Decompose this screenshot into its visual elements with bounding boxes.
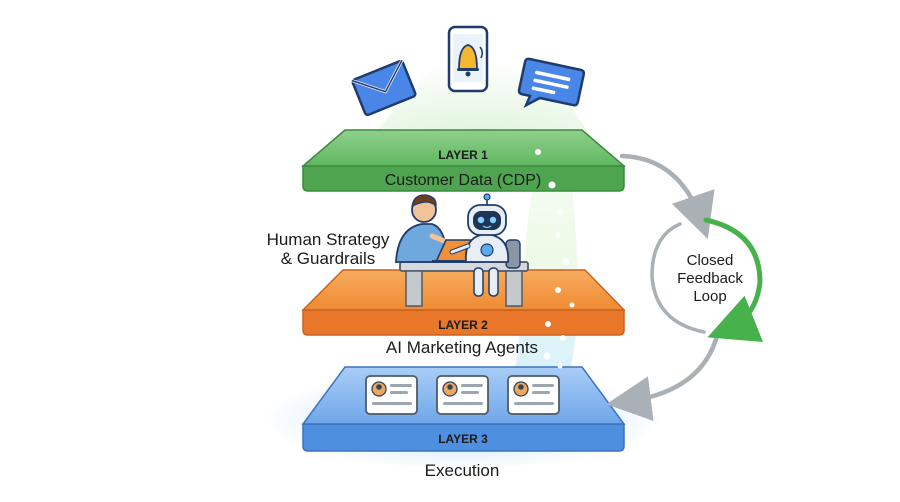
profile-card — [365, 375, 418, 415]
chat-bubble-icon — [517, 57, 586, 109]
feedback-loop-label-line2: Feedback — [677, 270, 743, 287]
human-strategy-label-line1: Human Strategy — [267, 230, 390, 249]
email-icon — [351, 59, 417, 117]
phone-notification-icon — [447, 25, 489, 93]
human-robot-desk-illustration — [395, 193, 529, 307]
robot-agent — [449, 193, 521, 297]
layer-3-platform: LAYER 1 Customer Data (CDP) — [300, 129, 627, 192]
layer-2-title: AI Marketing Agents — [386, 338, 538, 357]
layer-1-tag: LAYER 3 — [438, 432, 488, 446]
feedback-loop-label-line1: Closed — [687, 252, 734, 269]
layer-1-platform: LAYER 3 — [263, 366, 663, 470]
layer-3-title: Customer Data (CDP) — [385, 172, 541, 189]
layer-2-tag: LAYER 2 — [438, 318, 488, 332]
feedback-loop-arrows — [606, 151, 764, 421]
layer-1-title: Execution — [425, 461, 500, 480]
profile-card — [507, 375, 560, 415]
human-strategy-label-line2: & Guardrails — [281, 249, 375, 268]
data-flow-sparkles — [535, 149, 575, 369]
layer-3-tag: LAYER 1 — [438, 148, 488, 162]
feedback-loop-label-line3: Loop — [693, 288, 726, 305]
profile-card — [436, 375, 489, 415]
loop-arc-left — [650, 222, 706, 334]
layer-2-platform: LAYER 2 — [301, 269, 626, 336]
loop-arc-right — [703, 217, 764, 343]
